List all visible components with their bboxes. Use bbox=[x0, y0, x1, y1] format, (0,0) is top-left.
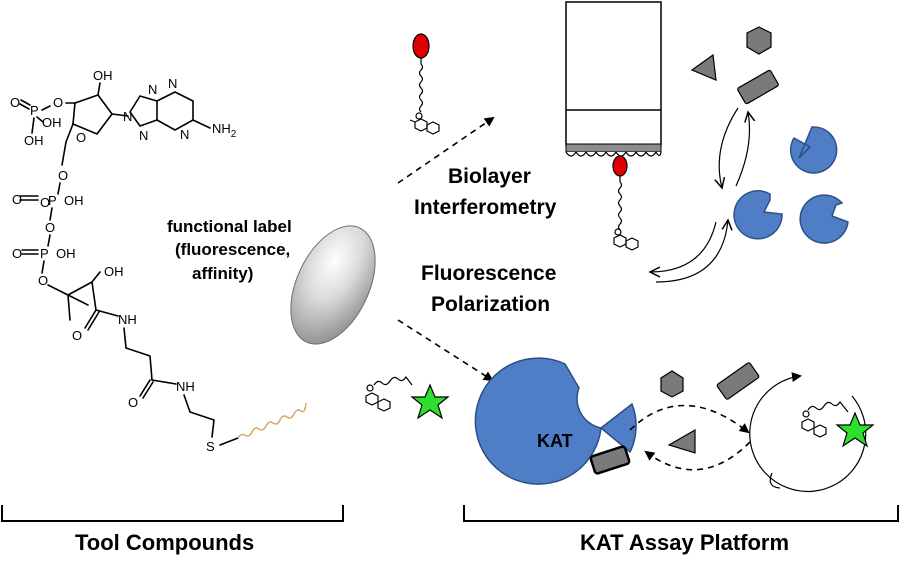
atom-oh-b: OH bbox=[56, 246, 76, 261]
atom-n-9: N bbox=[123, 109, 132, 124]
functional-label-line3: affinity) bbox=[192, 264, 253, 283]
atom-oh-a: OH bbox=[64, 193, 84, 208]
fp-green-star-icon bbox=[835, 411, 875, 448]
atom-o-bridge: O bbox=[38, 273, 48, 288]
pyrimidine-ring bbox=[156, 91, 194, 131]
bli-label-line2: Interferometry bbox=[414, 196, 557, 219]
bli-arrow-bind bbox=[650, 221, 717, 272]
atom-n-1: N bbox=[180, 127, 189, 142]
functional-label-ellipsoid bbox=[290, 225, 376, 345]
tool-compounds-bracket bbox=[1, 505, 344, 522]
atom-n-3: N bbox=[139, 128, 148, 143]
fp-arrow-back bbox=[644, 441, 751, 471]
assay-platform-bracket bbox=[463, 505, 899, 522]
fp-gray-hexagon-icon bbox=[660, 370, 684, 398]
atom-nh-2: NH bbox=[176, 379, 195, 394]
atom-n-amine-ring: N bbox=[168, 76, 177, 91]
functional-label-line2: (fluorescence, bbox=[175, 240, 290, 259]
kat-label: KAT bbox=[537, 431, 573, 451]
fp-gray-triangle-icon bbox=[667, 428, 696, 454]
ribose-ring bbox=[72, 94, 113, 135]
atom-nh-1: NH bbox=[118, 312, 137, 327]
blue-pacman-enzyme-icon-2 bbox=[733, 190, 783, 240]
fp-free-probe bbox=[749, 372, 875, 493]
bli-label-line1: Biolayer bbox=[448, 165, 531, 188]
atom-o-bridge-5: O bbox=[58, 168, 68, 183]
atom-o-phos: O bbox=[53, 95, 63, 110]
star-probe bbox=[365, 375, 450, 420]
atom-o-a2: O bbox=[45, 220, 55, 235]
atom-oh-phos-2: OH bbox=[24, 133, 44, 148]
kat-pacman-icon bbox=[474, 357, 602, 485]
fp-arrow-forward bbox=[629, 404, 750, 434]
coa-molecule: OH O P O OH OH O N N N N N NH2 O O bbox=[10, 68, 239, 454]
kat-enzyme: KAT bbox=[474, 357, 637, 485]
arrow-to-fp bbox=[397, 319, 494, 382]
linker-squiggle bbox=[237, 402, 307, 439]
bli-arrow-up bbox=[735, 112, 750, 187]
atom-o-amide2: O bbox=[128, 395, 138, 410]
tool-compounds-title: Tool Compounds bbox=[75, 530, 254, 555]
blue-pacman-enzyme-icon bbox=[789, 126, 838, 174]
atom-n-7: N bbox=[148, 82, 157, 97]
atom-oh-phos-1: OH bbox=[42, 115, 62, 130]
functional-label-text: functional label (fluorescence, affinity… bbox=[167, 217, 292, 283]
red-tag-probe bbox=[409, 33, 440, 135]
atom-p-b: P bbox=[40, 246, 49, 261]
blue-pacman-enzyme-icon-3 bbox=[799, 194, 849, 244]
red-oval-tag-bound-icon bbox=[612, 155, 628, 177]
atom-oh-top: OH bbox=[93, 68, 113, 83]
gray-triangle-icon bbox=[690, 53, 717, 81]
red-oval-tag-icon bbox=[412, 33, 430, 59]
atom-o-a-dbl: O bbox=[12, 192, 22, 207]
atom-o-a1: O bbox=[40, 195, 50, 210]
atom-p-phos: P bbox=[30, 103, 39, 118]
green-star-fluorophore-icon bbox=[410, 383, 450, 420]
bli-arrow-release bbox=[655, 220, 728, 283]
bli-arrow-down bbox=[719, 107, 739, 188]
biosensor-tip-icon bbox=[565, 1, 662, 146]
assay-platform-title: KAT Assay Platform bbox=[580, 530, 789, 555]
atom-s: S bbox=[206, 439, 215, 454]
atom-p-a: P bbox=[48, 193, 57, 208]
bound-ligand-icon bbox=[589, 445, 631, 475]
fp-label-line2: Polarization bbox=[431, 293, 550, 316]
atom-o-ring: O bbox=[76, 130, 86, 145]
functional-label-line1: functional label bbox=[167, 217, 292, 236]
arrow-to-bli bbox=[397, 116, 495, 184]
atom-o-amide1: O bbox=[72, 328, 82, 343]
imidazole-ring bbox=[129, 95, 158, 127]
fp-gray-rectangle-icon bbox=[716, 362, 760, 400]
gray-rectangle-icon bbox=[737, 69, 779, 105]
gray-hexagon-icon bbox=[746, 26, 772, 55]
atom-nh2: NH2 bbox=[212, 121, 237, 140]
bli-biosensor bbox=[565, 1, 662, 251]
atom-oh-pant: OH bbox=[104, 264, 124, 279]
atom-o-phos-dbl: O bbox=[10, 95, 20, 110]
atom-o-b-dbl: O bbox=[12, 246, 22, 261]
fp-label-line1: Fluorescence bbox=[421, 262, 556, 285]
